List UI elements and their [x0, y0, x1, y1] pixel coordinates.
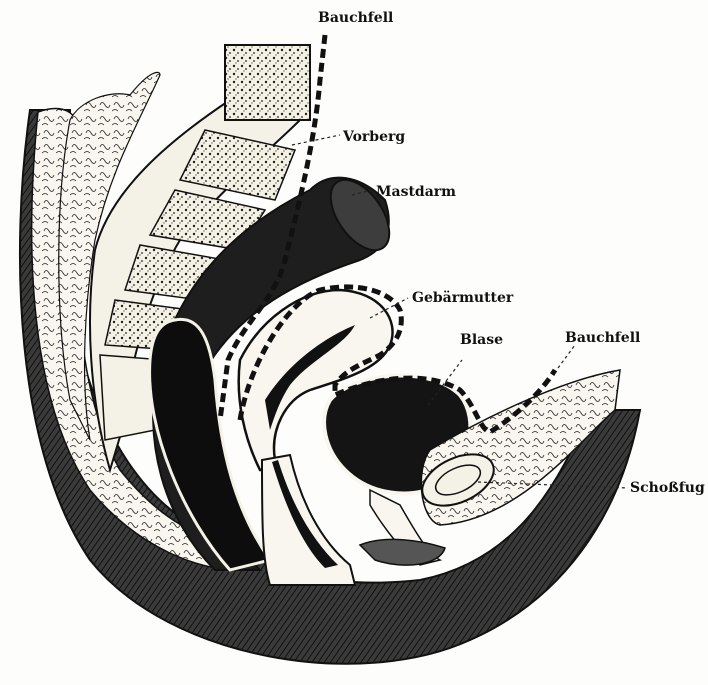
label-bauchfell-right: Bauchfell: [565, 330, 640, 346]
leader-bauchfell-right: [558, 345, 575, 368]
label-blase: Blase: [460, 332, 503, 348]
leader-vorberg: [292, 135, 340, 145]
label-mastdarm: Mastdarm: [376, 184, 456, 200]
vertebra-top: [225, 45, 310, 120]
label-bauchfell-top: Bauchfell: [318, 10, 393, 26]
label-schossfug: Schoßfug: [630, 480, 705, 496]
label-gebaermutter: Gebärmutter: [412, 290, 514, 306]
vulva: [360, 539, 445, 565]
label-vorberg: Vorberg: [342, 129, 405, 145]
